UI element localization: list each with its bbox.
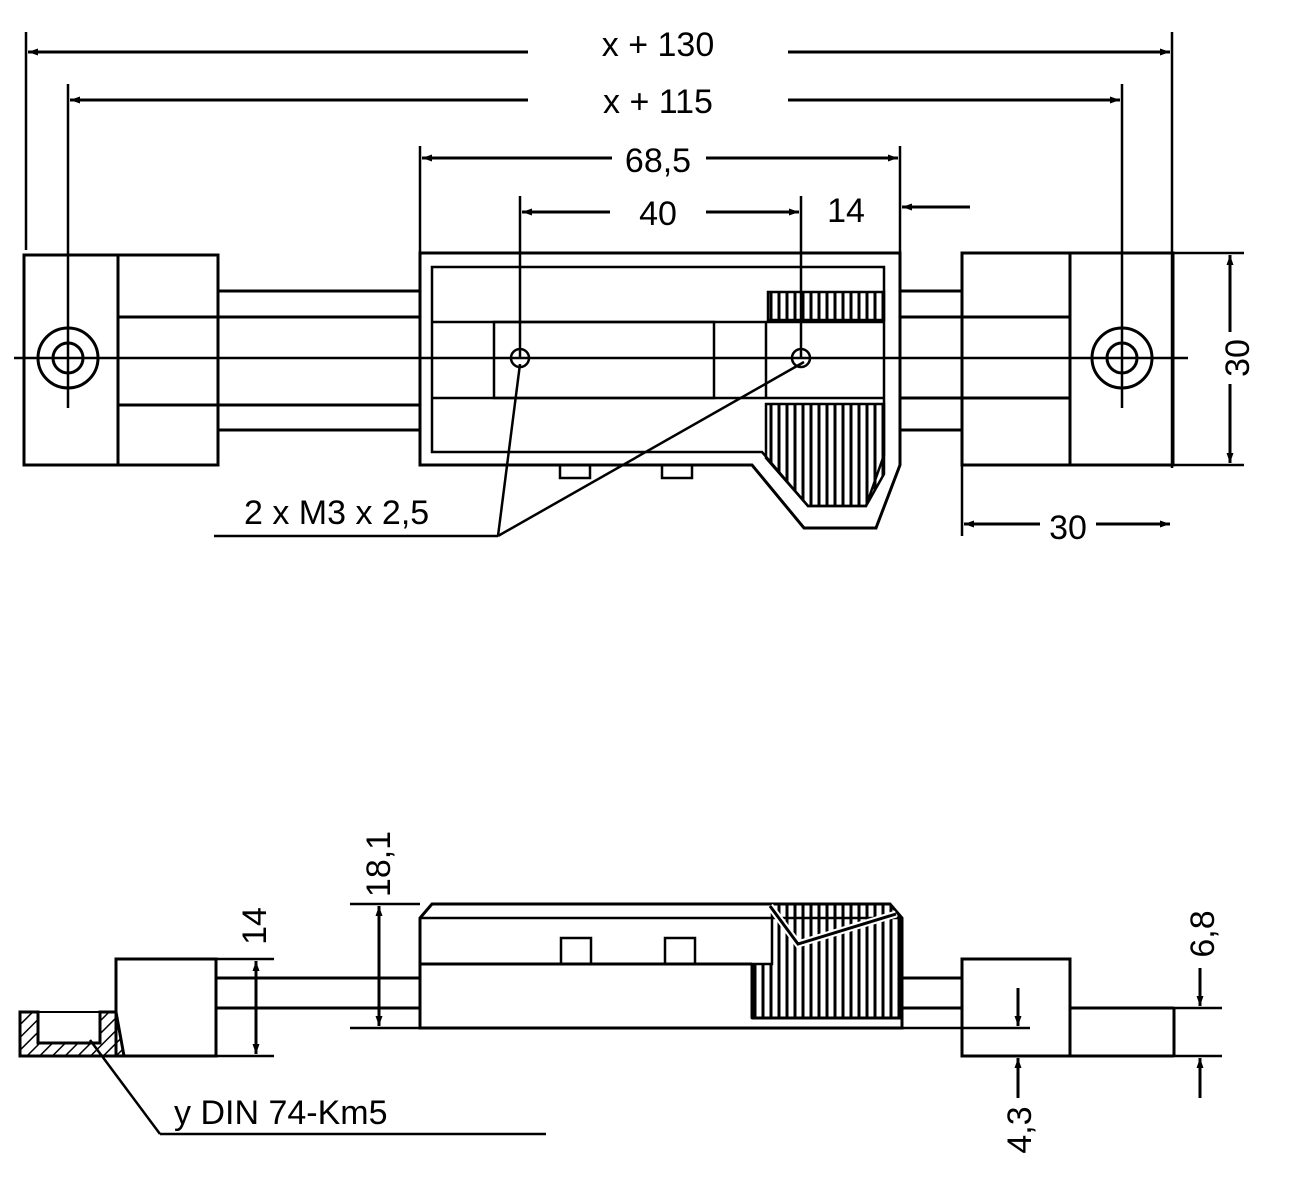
dimension-label-offset: 14 xyxy=(827,192,865,230)
knob-right xyxy=(660,463,694,480)
side-view: y DIN 74-Km5 14 18,1 xyxy=(18,831,1222,1154)
top-view: x + 130 x + 115 68,5 40 14 xyxy=(14,26,1257,547)
left-fitting xyxy=(18,1010,126,1058)
right-end-block xyxy=(900,251,1175,467)
left-rails xyxy=(218,289,420,432)
side-knob-left xyxy=(559,936,593,966)
dimension-label-hole-centers: x + 115 xyxy=(603,83,713,121)
hatched-grip-upper xyxy=(766,290,886,322)
dimension-4-3: 4,3 xyxy=(1001,988,1039,1154)
din-callout: y DIN 74-Km5 xyxy=(88,1039,546,1136)
side-left-block xyxy=(114,957,420,1058)
din-note: y DIN 74-Km5 xyxy=(174,1094,388,1132)
dimension-screw-spacing: 40 14 xyxy=(518,192,970,358)
dimension-label-block-height: 14 xyxy=(236,907,274,945)
dimension-hole-centers: x + 115 xyxy=(66,83,1124,408)
dimension-height: 30 xyxy=(1172,251,1257,467)
dimension-6-8: 6,8 xyxy=(1174,910,1222,1098)
screw-hole-right-icon xyxy=(790,347,812,369)
knob-left xyxy=(558,463,592,480)
dimension-label-screw-spacing: 40 xyxy=(639,195,677,233)
side-knob-right xyxy=(663,936,697,966)
dimension-overall: x + 130 xyxy=(24,26,1174,468)
dimension-slider-height: 18,1 xyxy=(350,831,420,1030)
dimension-label-end-block-width: 30 xyxy=(1049,509,1087,547)
thread-note: 2 x M3 x 2,5 xyxy=(244,494,429,532)
dimension-label-overall: x + 130 xyxy=(602,26,714,64)
dimension-slider-length: 68,5 xyxy=(418,142,902,254)
thread-callout: 2 x M3 x 2,5 xyxy=(214,360,805,538)
slider-body xyxy=(418,251,902,530)
dimension-label-slider-height: 18,1 xyxy=(360,831,398,897)
side-slider-body xyxy=(418,902,904,1030)
dimension-label-height: 30 xyxy=(1219,339,1257,377)
left-end-block xyxy=(22,253,420,467)
side-right-rails xyxy=(902,976,962,1010)
dimension-end-block-width: 30 xyxy=(960,465,1170,547)
dimension-label-slider-length: 68,5 xyxy=(625,142,691,180)
dimension-label-6-8: 6,8 xyxy=(1184,910,1222,957)
dimension-label-4-3: 4,3 xyxy=(1001,1106,1039,1153)
right-rails xyxy=(900,289,962,432)
dimension-block-height: 14 xyxy=(216,907,274,1058)
hatched-grip-lower xyxy=(764,402,886,508)
side-right-block xyxy=(902,957,1176,1058)
